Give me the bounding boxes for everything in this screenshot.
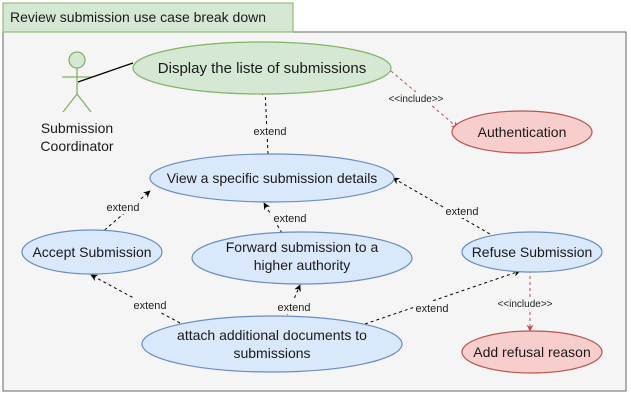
- use-case-attach-documents-label-line2: submissions: [233, 345, 310, 361]
- svg-text:extend: extend: [106, 202, 139, 214]
- use-case-refuse-submission-label: Refuse Submission: [472, 244, 593, 260]
- label-attach-to-refuse: extend: [413, 301, 451, 315]
- use-case-display-list-label: Display the liste of submissions: [158, 60, 366, 77]
- association-line: [77, 62, 134, 83]
- use-case-forward-submission-label-line2: higher authority: [254, 257, 351, 273]
- label-refuse-to-view: extend: [443, 204, 481, 218]
- svg-text:extend: extend: [273, 213, 306, 225]
- svg-text:<<include>>: <<include>>: [388, 94, 443, 105]
- label-view-to-display: extend: [251, 124, 289, 138]
- use-case-view-details-label: View a specific submission details: [167, 170, 378, 186]
- use-case-authentication: Authentication: [451, 110, 593, 154]
- svg-text:extend: extend: [253, 126, 286, 138]
- use-case-authentication-label: Authentication: [478, 124, 567, 140]
- actor-label-line2: Coordinator: [40, 138, 113, 154]
- use-case-add-refusal-reason: Add refusal reason: [461, 330, 603, 374]
- label-accept-to-view: extend: [104, 200, 142, 214]
- label-refuse-to-reason: <<include>>: [494, 297, 556, 310]
- label-display-to-auth: <<include>>: [385, 92, 447, 105]
- use-case-view-details: View a specific submission details: [149, 153, 395, 203]
- actor-submission-coordinator: Submission Coordinator: [40, 51, 114, 154]
- use-case-forward-submission-label-line1: Forward submission to a: [226, 239, 379, 255]
- use-case-forward-submission: Forward submission to a higher authority: [191, 231, 413, 285]
- label-forward-to-view: extend: [271, 211, 309, 225]
- label-attach-to-accept: extend: [131, 298, 169, 312]
- svg-text:extend: extend: [277, 302, 310, 314]
- use-case-attach-documents: attach additional documents to submissio…: [141, 315, 403, 373]
- svg-text:extend: extend: [415, 303, 448, 315]
- svg-text:extend: extend: [133, 300, 166, 312]
- svg-text:<<include>>: <<include>>: [497, 299, 552, 310]
- use-case-accept-submission: Accept Submission: [21, 229, 163, 275]
- edge-refuse-to-view: [392, 177, 496, 238]
- use-case-attach-documents-label-line1: attach additional documents to: [177, 327, 367, 343]
- title-tab: [2, 2, 294, 33]
- svg-text:extend: extend: [445, 206, 478, 218]
- use-case-add-refusal-reason-label: Add refusal reason: [473, 344, 591, 360]
- actor-label-line1: Submission: [41, 120, 113, 136]
- use-case-display-list: Display the liste of submissions: [132, 41, 392, 95]
- edge-view-to-display: [261, 88, 269, 155]
- label-attach-to-forward: extend: [275, 300, 313, 314]
- use-case-refuse-submission: Refuse Submission: [461, 231, 603, 273]
- use-case-accept-submission-label: Accept Submission: [32, 244, 151, 260]
- stick-figure-icon: [62, 51, 92, 113]
- diagram-title: Review submission use case break down: [10, 9, 266, 25]
